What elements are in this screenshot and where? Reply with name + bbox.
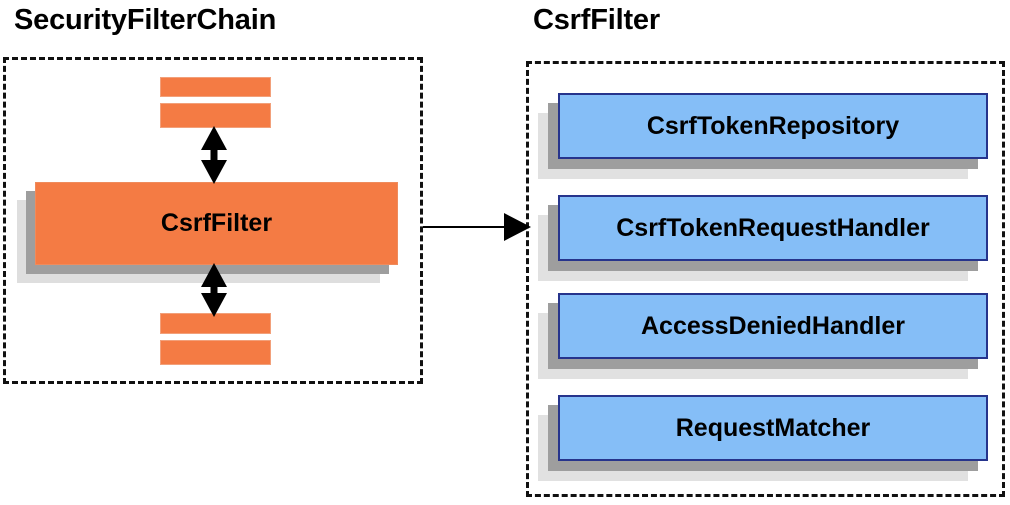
node-face: AccessDeniedHandler [558, 293, 988, 359]
node-label: AccessDeniedHandler [640, 311, 905, 340]
panel-security-filter-chain [3, 57, 423, 384]
panel-title-security-filter-chain: SecurityFilterChain [14, 4, 277, 36]
node-access-denied-handler[interactable]: AccessDeniedHandler [538, 293, 988, 379]
node-face: CsrfTokenRepository [558, 93, 988, 159]
node-csrf-token-repository[interactable]: CsrfTokenRepository [538, 93, 988, 179]
node-request-matcher[interactable]: RequestMatcher [538, 395, 988, 481]
node-label: RequestMatcher [675, 413, 871, 442]
node-face: CsrfFilter [35, 182, 398, 265]
filter-bar-above-1 [160, 77, 271, 97]
node-face: CsrfTokenRequestHandler [558, 195, 988, 261]
panel-csrf-filter [526, 61, 1005, 497]
panel-title-csrf-filter: CsrfFilter [533, 4, 660, 36]
connector-arrow-chain-to-filter [423, 213, 531, 241]
filter-bar-above-2 [160, 103, 271, 128]
node-face: RequestMatcher [558, 395, 988, 461]
filter-bar-below-1 [160, 313, 271, 334]
node-csrf-filter[interactable]: CsrfFilter [17, 182, 398, 283]
filter-bar-below-2 [160, 340, 271, 365]
node-label: CsrfFilter [160, 209, 273, 237]
node-label: CsrfTokenRepository [646, 111, 900, 140]
node-label: CsrfTokenRequestHandler [616, 213, 930, 242]
node-csrf-token-request-handler[interactable]: CsrfTokenRequestHandler [538, 195, 988, 281]
